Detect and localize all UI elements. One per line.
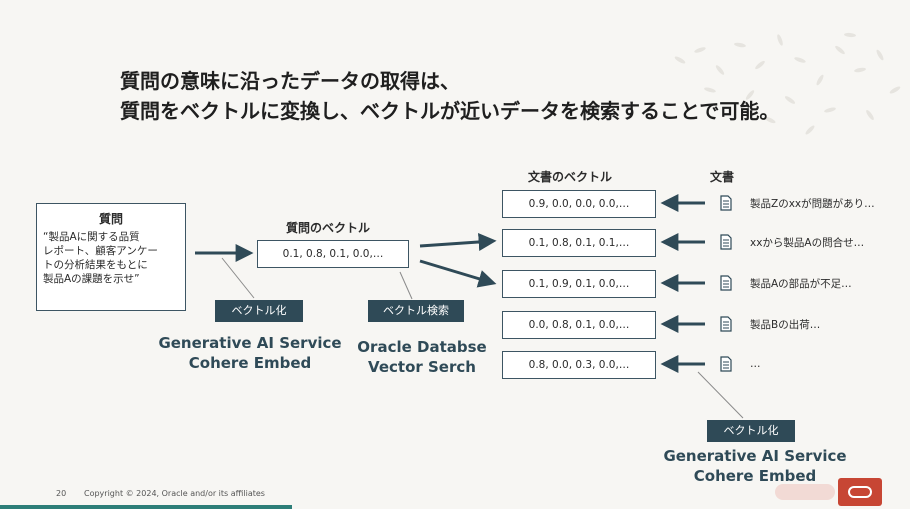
accent-bar: [0, 505, 292, 509]
question-box: 質問 “製品Aに関する品質 レポート、顧客アンケー トの分析結果をもとに 製品A…: [36, 203, 186, 311]
title-line-2: 質問をベクトルに変換し、ベクトルが近いデータを検索することで可能。: [120, 99, 780, 123]
document-icon: [720, 316, 732, 332]
copyright: Copyright © 2024, Oracle and/or its affi…: [84, 489, 265, 498]
question-line: トの分析結果をもとに: [43, 259, 148, 271]
tag-vectorize-right: ベクトル化: [707, 420, 795, 442]
document-item: xxから製品Aの問合せ…: [720, 232, 864, 252]
service-middle-line-2: Vector Serch: [368, 358, 476, 376]
document-text: 製品Bの出荷…: [750, 318, 821, 331]
oracle-logo: [838, 478, 882, 506]
oracle-logo-ring: [848, 486, 872, 498]
tag-vectorize-left: ベクトル化: [215, 300, 303, 322]
arrow-search-2: [419, 259, 497, 288]
doc-vector-box: 0.9, 0.0, 0.0, 0.0,…: [502, 190, 656, 218]
document-icon: [720, 195, 732, 211]
question-line: “製品Aに関する品質: [43, 231, 140, 243]
doc-vector-box: 0.1, 0.8, 0.1, 0.1,…: [502, 229, 656, 257]
document-icon: [720, 356, 732, 372]
document-item: 製品Bの出荷…: [720, 314, 820, 334]
doc-vector-box: 0.0, 0.8, 0.1, 0.0,…: [502, 311, 656, 339]
document-text: xxから製品Aの問合せ…: [750, 236, 865, 249]
doc-vector-box: 0.1, 0.9, 0.1, 0.0,…: [502, 270, 656, 298]
page-number: 20: [56, 489, 67, 498]
title-line-1: 質問の意味に沿ったデータの取得は、: [120, 69, 460, 93]
document-icon: [720, 234, 732, 250]
question-line: 製品Aの課題を示せ”: [43, 273, 140, 285]
service-right-line-1: Generative AI Service: [663, 447, 847, 465]
document-item: …: [720, 354, 761, 374]
question-vector-box: 0.1, 0.8, 0.1, 0.0,…: [257, 240, 409, 268]
connector-vectorize-right: [697, 371, 744, 419]
footer: 20 Copyright © 2024, Oracle and/or its a…: [0, 480, 910, 509]
connector-vector-search: [399, 271, 413, 300]
document-text: …: [750, 358, 761, 370]
document-text: 製品Zのxxが問題があり…: [750, 197, 875, 210]
service-left: Generative AI Service Cohere Embed: [150, 333, 350, 373]
service-left-line-2: Cohere Embed: [188, 354, 312, 372]
service-left-line-1: Generative AI Service: [158, 334, 342, 352]
document-item: 製品Aの部品が不足…: [720, 273, 852, 293]
decorative-pattern: [674, 32, 901, 135]
question-heading: 質問: [98, 212, 123, 226]
doc-vector-box: 0.8, 0.0, 0.3, 0.0,…: [502, 351, 656, 379]
service-right: Generative AI Service Cohere Embed: [655, 446, 855, 486]
question-line: レポート、顧客アンケー: [43, 245, 158, 257]
watermark-logo: [775, 484, 835, 500]
service-middle-line-1: Oracle Databse: [357, 338, 487, 356]
question-text: “製品Aに関する品質 レポート、顧客アンケー トの分析結果をもとに 製品Aの課題…: [37, 230, 185, 286]
question-vector-label: 質問のベクトル: [286, 221, 371, 235]
documents-label: 文書: [710, 170, 735, 184]
service-middle: Oracle Databse Vector Serch: [342, 337, 502, 377]
service-right-line-2: Cohere Embed: [693, 467, 817, 485]
tag-vector-search: ベクトル検索: [368, 300, 464, 322]
document-text: 製品Aの部品が不足…: [750, 277, 852, 290]
connector-vectorize-left: [221, 257, 255, 299]
document-item: 製品Zのxxが問題があり…: [720, 193, 875, 213]
slide-title: 質問の意味に沿ったデータの取得は、 質問をベクトルに変換し、ベクトルが近いデータ…: [120, 66, 779, 126]
document-icon: [720, 275, 732, 291]
doc-vectors-label: 文書のベクトル: [528, 170, 613, 184]
arrow-search-1: [419, 233, 497, 251]
